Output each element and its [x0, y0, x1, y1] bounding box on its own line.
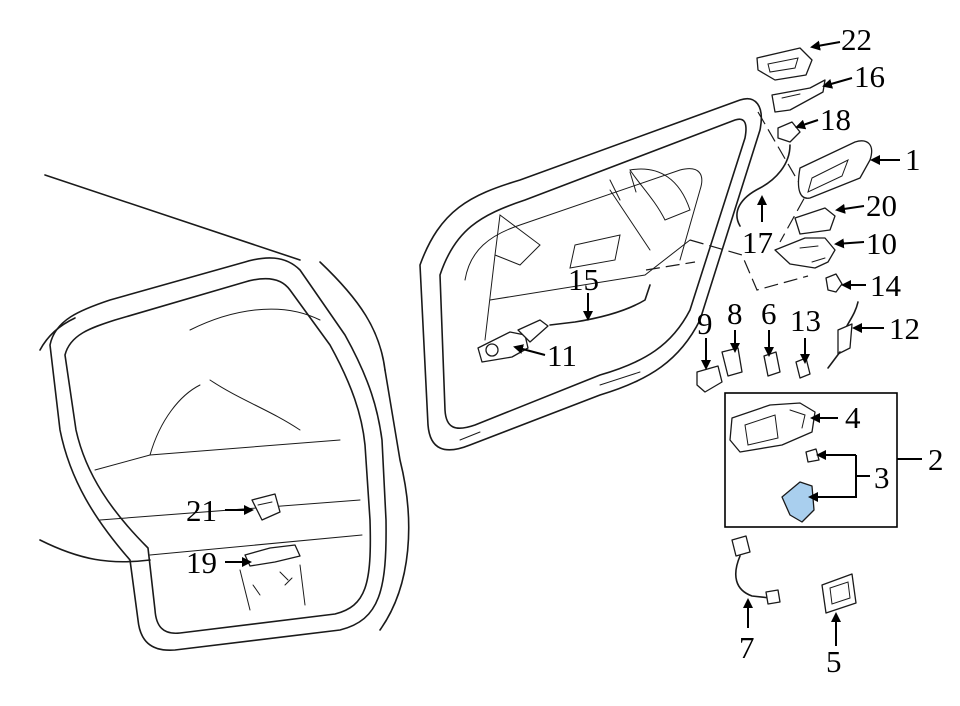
callout-12: 12	[889, 311, 920, 346]
part-5-seal	[821, 573, 857, 614]
callout-numbers: 22 16 18 1 20 17 10 14 15 11 9 8 6 13 12…	[186, 22, 944, 679]
callout-16: 16	[854, 59, 885, 94]
part-3-latch-highlighted	[781, 481, 815, 523]
part-15-rod	[549, 284, 651, 326]
callout-18: 18	[820, 102, 851, 137]
part-1-handle-bezel	[797, 140, 873, 199]
part-4-lock-body	[729, 402, 816, 453]
callout-11: 11	[547, 338, 577, 373]
callout-14: 14	[870, 268, 902, 303]
callout-3: 3	[874, 460, 890, 495]
part-14-connector	[825, 273, 843, 293]
part-10-actuator	[774, 237, 836, 269]
callout-4: 4	[845, 400, 861, 435]
callout-19: 19	[186, 545, 217, 580]
callout-9: 9	[697, 306, 713, 341]
callout-13: 13	[790, 303, 821, 338]
part-7-wire-harness	[731, 535, 781, 605]
callout-2: 2	[928, 442, 944, 477]
part-16-bracket	[771, 79, 826, 113]
part-9-bracket	[696, 365, 723, 393]
callout-21: 21	[186, 493, 217, 528]
part-18-clip	[777, 121, 801, 143]
callout-17: 17	[742, 225, 773, 260]
tailgate-door	[419, 98, 762, 451]
location-leader-lines	[645, 111, 809, 291]
callout-20: 20	[866, 188, 897, 223]
part-11-lock-cylinder	[477, 319, 549, 363]
callout-arrows	[225, 40, 922, 646]
callout-8: 8	[727, 296, 743, 331]
callout-22: 22	[841, 22, 872, 57]
part-3-small-piece	[805, 448, 820, 463]
callout-7: 7	[739, 630, 755, 665]
part-21-striker	[251, 493, 281, 521]
vehicle-rear-body	[39, 174, 410, 651]
callout-1: 1	[905, 142, 921, 177]
callout-10: 10	[866, 226, 897, 261]
part-13-clip	[795, 357, 811, 379]
callout-6: 6	[761, 296, 777, 331]
part-20-latch-piece	[794, 207, 836, 235]
part-19-bracket	[244, 544, 301, 567]
callout-15: 15	[568, 262, 599, 297]
part-6-clip	[763, 351, 781, 377]
part-12-cable	[827, 301, 859, 369]
part-22-handle	[756, 47, 813, 81]
part-8-bumper	[721, 347, 743, 377]
part-17-rod	[736, 144, 791, 227]
callout-5: 5	[826, 644, 842, 679]
